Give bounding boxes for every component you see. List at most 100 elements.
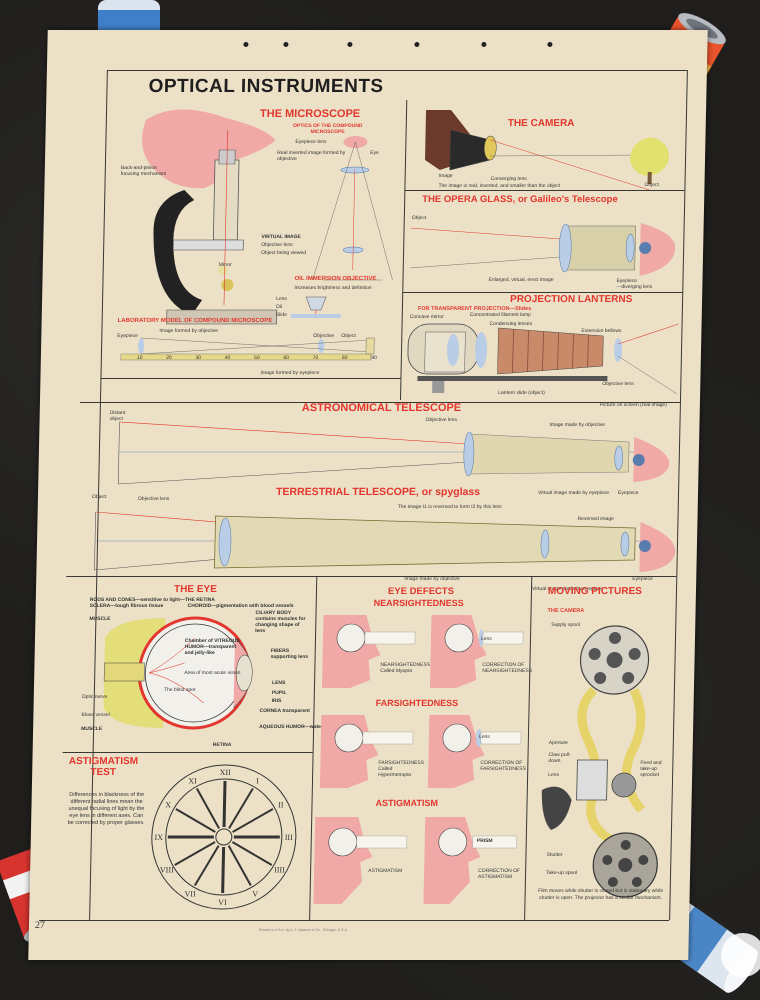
- far-correction-label: CORRECTION OF FARSIGHTEDNESS: [480, 760, 526, 772]
- eye-sclera-label: SCLERA—tough fibrous tissue: [89, 603, 164, 609]
- frame-bottom: [39, 920, 670, 921]
- divider-opera: [402, 292, 683, 293]
- astigmatism-numeral: XI: [188, 777, 197, 786]
- astigmatism-spoke: [175, 808, 216, 833]
- terr-eyepiece-label: Eyepiece: [632, 576, 653, 582]
- eye-aqueous-label: AQUEOUS HUMOR—watery: [259, 724, 326, 730]
- scale-tick: 70: [312, 355, 319, 361]
- eye-retina-bottom-label: RETINA: [212, 742, 232, 748]
- astigmatism-test-text: Differences in blackness of the differen…: [67, 792, 145, 826]
- eye-cornea-label: CORNEA transparent: [259, 708, 310, 714]
- astigmatism-spoke: [193, 845, 220, 886]
- eye-fibers-label: FIBERS supporting lens: [270, 648, 309, 660]
- terr-image-objective-label: Image made by objective: [404, 576, 460, 582]
- label-eyepiece-lens: Eyepiece lens: [295, 139, 327, 145]
- astigmatism-numeral: VII: [184, 889, 196, 898]
- page-number: 27: [34, 920, 46, 931]
- scale-tick: 40: [224, 355, 231, 361]
- projection-title: PROJECTION LANTERNS: [509, 294, 633, 305]
- astro-virtual-label: Virtual image made by eyepiece: [537, 490, 610, 496]
- divider-astig: [62, 752, 313, 753]
- frame-right: [669, 70, 688, 920]
- opera-object-label: Object: [411, 215, 427, 221]
- camera-caption: The image is real, inverted, and smaller…: [438, 183, 561, 189]
- pin-hole: [481, 42, 487, 47]
- pin-hole: [347, 42, 353, 47]
- nearsightedness-diagram: [321, 615, 524, 688]
- label-mirror: Mirror: [218, 262, 232, 268]
- camera-lens-label: Converging lens: [490, 176, 527, 182]
- far-hypermetropia-label: FARSIGHTEDNESS Called Hypermetropia: [378, 760, 425, 778]
- farsightedness-diagram: [319, 715, 522, 788]
- label-eye: Eye: [370, 150, 379, 156]
- terr-reversed-label: Reversed image: [577, 516, 614, 522]
- eye-defects-title: EYE DEFECTS: [387, 586, 455, 597]
- oil-immersion-diagram: [290, 296, 341, 318]
- astigmatism-test-title: ASTIGMATISM TEST: [68, 756, 139, 778]
- oil-lens-label: Lens: [276, 296, 288, 302]
- label-focusing: Back-and-pinion focusing mechanism: [120, 165, 167, 177]
- far-lens-label: Lens: [478, 734, 490, 740]
- astro-image-label: Image made by objective: [549, 422, 606, 428]
- astigmatism-numeral: III: [285, 833, 294, 842]
- astigmatism-numeral: V: [252, 889, 258, 898]
- eye-optic-label: Optic nerve: [81, 694, 108, 700]
- near-lens-label: Lens: [480, 636, 492, 642]
- astigmatism-spoke: [174, 841, 216, 866]
- mp-supply-spool-label: Supply spool: [551, 622, 580, 628]
- camera-object-label: Object: [644, 182, 660, 188]
- camera-illustration: [425, 110, 670, 191]
- eye-cross-section: [103, 616, 253, 730]
- divider-camera: [404, 190, 685, 191]
- astigmatism-spoke: [231, 841, 273, 866]
- astro-objective-label: Objective lens: [425, 417, 458, 423]
- oil-immersion-title: OIL IMMERSION OBJECTIVE: [294, 276, 377, 282]
- eye-acute-label: Area of most acute vision: [184, 670, 241, 676]
- astig-prism-label: PRISM: [476, 838, 493, 844]
- astigmatism-numeral: IX: [155, 833, 164, 842]
- astigmatism-defect-diagram: [313, 817, 518, 904]
- mp-sprocket-label: Feed and take-up sprocket: [640, 760, 662, 778]
- astigmatism-spoke: [195, 788, 220, 829]
- terrestrial-title: TERRESTRIAL TELESCOPE, or spyglass: [275, 486, 481, 498]
- proj-objective-label: Objective lens: [602, 381, 634, 387]
- camera-image-label: Image: [438, 173, 453, 179]
- scale-tick: 30: [195, 355, 202, 361]
- eye-blindspot-label: The blind spot: [163, 687, 196, 693]
- eye-muscle-bottom-label: MUSCLE: [81, 726, 103, 732]
- astigmatism-spokes: [167, 781, 280, 893]
- eye-vitreous-label: Chamber of VITREOUS HUMOR—transparent an…: [184, 638, 240, 656]
- scale-tick: 10: [136, 355, 143, 361]
- pin-hole: [283, 42, 289, 47]
- divider-microscope: [100, 378, 401, 379]
- lab-image-eyepiece: Image formed by eyepiece: [260, 370, 320, 376]
- proj-lamp-label: Concentrated filament lamp: [469, 312, 531, 318]
- lab-scale: 10 20 30 40 50 60 70 80 90: [137, 355, 377, 361]
- opera-glass-diagram: [409, 223, 676, 276]
- astig-label: ASTIGMATISM: [368, 868, 403, 874]
- lab-objective: Objective: [313, 333, 335, 339]
- label-object-viewed: Object being viewed: [261, 250, 307, 256]
- proj-bellows-label: Extension bellows: [581, 328, 622, 334]
- oil-immersion-subtitle: Increases brightness and definition: [294, 285, 372, 291]
- optical-instruments-poster: OPTICAL INSTRUMENTS THE MICROSCOPE OPTIC…: [28, 30, 708, 960]
- farsightedness-title: FARSIGHTEDNESS: [375, 698, 459, 708]
- astigmatism-spoke: [227, 845, 252, 886]
- oil-oil-label: Oil: [275, 304, 283, 310]
- nearsightedness-title: NEARSIGHTEDNESS: [373, 598, 464, 608]
- proj-screen-label: Picture on screen (real image): [599, 402, 667, 408]
- oil-slide-label: Slide: [275, 312, 287, 318]
- astigmatism-numeral: XII: [220, 768, 232, 777]
- proj-condensing-label: Condensing lenses: [489, 321, 533, 327]
- near-myopia-label: NEARSIGHTEDNESS Called Myopia: [380, 662, 431, 674]
- scale-tick: 80: [341, 355, 348, 361]
- eye-vessel-label: Blood vessel: [81, 712, 110, 718]
- lab-model-title: LABORATORY MODEL OF COMPOUND MICROSCOPE: [117, 318, 273, 324]
- astigmatism-spoke: [222, 781, 227, 827]
- film-camera-mechanism: [541, 625, 658, 898]
- astigmatism-numeral: II: [278, 801, 284, 810]
- pin-hole: [243, 42, 249, 47]
- pin-hole: [414, 42, 420, 47]
